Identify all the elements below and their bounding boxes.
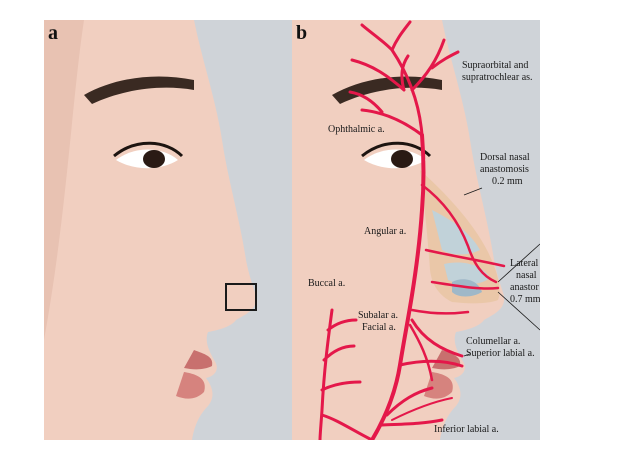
label-dorsal-3: 0.2 mm: [492, 176, 523, 187]
label-angular: Angular a.: [364, 226, 407, 237]
label-inferior-labial: Inferior labial a.: [434, 424, 499, 435]
label-dorsal-2: anastomosis: [480, 164, 529, 175]
label-lateral-2: nasal: [516, 270, 537, 281]
label-dorsal-1: Dorsal nasal: [480, 152, 530, 163]
label-ophthalmic: Ophthalmic a.: [328, 124, 385, 135]
highlight-box: [225, 283, 257, 311]
label-buccal: Buccal a.: [308, 278, 346, 289]
label-lateral-4: 0.7 mm: [510, 294, 540, 305]
label-lateral-3: anastor: [510, 282, 539, 293]
panel-b: b Supraorbital and supratrochlear as. Op…: [292, 20, 540, 440]
label-facial: Facial a.: [362, 322, 396, 333]
panel-a-label: a: [48, 22, 58, 44]
panel-b-label: b: [296, 22, 308, 44]
leader-lines: [463, 187, 540, 357]
label-columellar: Columellar a.: [466, 336, 521, 347]
face-profile-photo-a: [44, 20, 292, 440]
label-lateral-1: Lateral: [510, 258, 539, 269]
label-supraorbital-1: Supraorbital and: [462, 60, 529, 71]
artery-network: [318, 20, 506, 440]
label-superior-labial: Superior labial a.: [466, 348, 535, 359]
panel-a: a: [44, 20, 292, 440]
face-profile-artery-diagram: [292, 20, 540, 440]
label-supraorbital-2: supratrochlear as.: [462, 72, 533, 83]
label-subalar: Subalar a.: [358, 310, 398, 321]
